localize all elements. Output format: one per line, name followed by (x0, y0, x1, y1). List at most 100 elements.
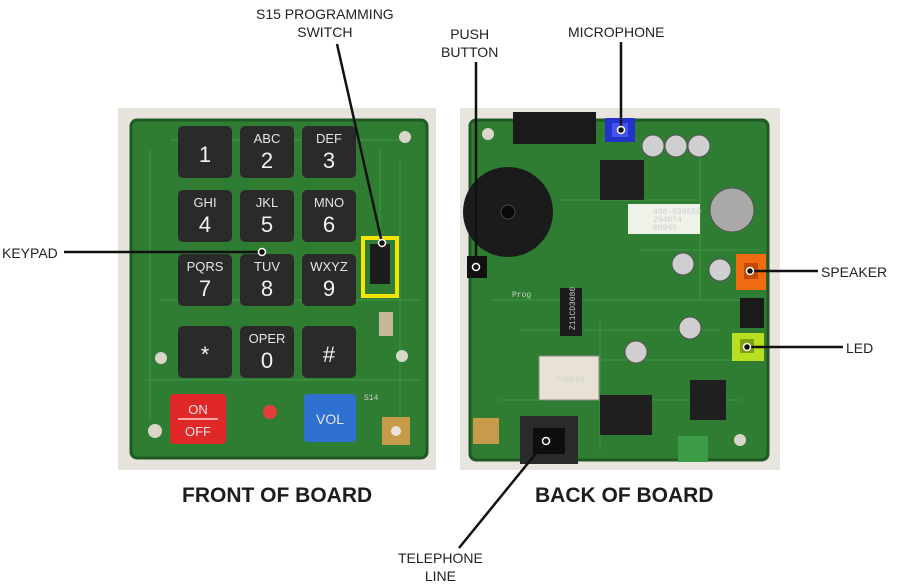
push-label-line1: PUSH (450, 26, 490, 42)
capacitor (664, 134, 688, 158)
keypad-key[interactable]: PQRS 7 (178, 254, 232, 306)
keypad-key-body[interactable] (240, 326, 294, 378)
back-mounting-hole (734, 434, 746, 446)
capacitor (708, 258, 732, 282)
led-label: LED (846, 340, 874, 356)
push-button-leader-dot (471, 262, 481, 272)
onoff-top-label: ON (188, 402, 208, 417)
keypad-key-body[interactable] (240, 254, 294, 306)
keypad-key-letters: OPER (249, 331, 286, 346)
keypad-key-digit: 1 (199, 142, 211, 167)
keypad-key-digit: 0 (261, 348, 273, 373)
sticker-line3: 00945 (653, 224, 677, 233)
telephone-label-line1: TELEPHONE (398, 550, 483, 566)
callout-lines (64, 42, 843, 549)
ic-chip (560, 288, 582, 336)
keypad-leader-dot (257, 247, 267, 257)
front-mounting-hole (148, 424, 162, 438)
keypad-key-digit: 7 (199, 276, 211, 301)
s15-label-line1: S15 PROGRAMMING (256, 6, 394, 22)
back-mounting-hole (482, 128, 494, 140)
front-gold-pad-hole (391, 426, 401, 436)
keypad-key-body[interactable] (178, 254, 232, 306)
vol-button[interactable]: VOL (304, 394, 356, 442)
keypad-key-body[interactable] (302, 126, 356, 178)
keypad-key[interactable]: TUV 8 (240, 254, 294, 306)
transformer-text: TSM600 (556, 376, 585, 385)
s15-programming-switch-label: S15 PROGRAMMING SWITCH (256, 5, 394, 41)
transformer-module (538, 355, 600, 401)
front-of-board-caption: FRONT OF BOARD (182, 484, 373, 507)
keypad-key-body[interactable] (178, 190, 232, 242)
keypad-key-letters: JKL (256, 195, 278, 210)
keypad-key-body[interactable] (302, 326, 356, 378)
ic-chip-text: Z11CD3080 (569, 287, 578, 330)
keypad-key-digit: 9 (323, 276, 335, 301)
telephone-leader-dot (541, 436, 551, 446)
back-gold-pad (473, 418, 499, 444)
microphone-label: MICROPHONE (568, 24, 665, 40)
ic-chip (690, 380, 726, 420)
keypad-key-letters: TUV (254, 259, 280, 274)
led-leader-dot (742, 342, 752, 352)
keypad-key-digit: 4 (199, 212, 211, 237)
push-button-label: PUSH BUTTON (441, 25, 498, 61)
ic-chip (600, 395, 652, 435)
front-mounting-hole (396, 350, 408, 362)
speaker-label: SPEAKER (821, 264, 888, 280)
prog-text: Prog (512, 291, 531, 300)
keypad-key-letters: WXYZ (310, 259, 348, 274)
keypad-key-body[interactable] (302, 254, 356, 306)
keypad-key[interactable]: # (302, 326, 356, 378)
front-mounting-hole (155, 352, 167, 364)
back-header-connector (513, 112, 596, 144)
large-capacitor (709, 187, 755, 233)
telephone-leader-line (458, 440, 547, 549)
keypad-key-letters: ABC (254, 131, 281, 146)
keypad-key[interactable]: * (178, 326, 232, 378)
keypad-key-body[interactable] (240, 190, 294, 242)
push-label-line2: BUTTON (441, 44, 499, 60)
keypad-key-digit: 6 (323, 212, 335, 237)
keypad-key[interactable]: 1 (178, 126, 232, 178)
onoff-button[interactable]: ON OFF (170, 394, 226, 444)
keypad-key[interactable]: WXYZ 9 (302, 254, 356, 306)
keypad-key-body[interactable] (178, 326, 232, 378)
s15-switch-body (370, 244, 390, 284)
sticker-line1: 408-039550 (653, 208, 701, 217)
keypad-key-body[interactable] (178, 126, 232, 178)
vol-button-body[interactable] (304, 394, 356, 442)
buzzer-hole (500, 204, 516, 220)
keypad-key[interactable]: ABC 2 (240, 126, 294, 178)
capacitor (671, 252, 695, 276)
keypad-key[interactable]: GHI 4 (178, 190, 232, 242)
back-of-board-caption: BACK OF BOARD (535, 484, 714, 507)
keypad-key-letters: PQRS (187, 259, 224, 274)
s15-leader-line (335, 43, 384, 244)
s14-label: S14 (364, 394, 379, 403)
vol-label: VOL (316, 411, 344, 427)
microphone-leader-dot (616, 125, 626, 135)
ic-chip (600, 160, 644, 200)
keypad-key-body[interactable] (240, 126, 294, 178)
terminal-block (678, 436, 708, 462)
keypad-key-digit: 2 (261, 148, 273, 173)
telephone-line-label: TELEPHONE LINE (398, 549, 483, 585)
telephone-label-line2: LINE (424, 568, 456, 584)
capacitor (624, 340, 648, 364)
keypad-key-body[interactable] (302, 190, 356, 242)
sticker-line2: 294074 (653, 216, 682, 225)
keypad-key-digit: 8 (261, 276, 273, 301)
keypad-key[interactable]: OPER 0 (240, 326, 294, 378)
keypad-key-digit: * (201, 342, 210, 367)
keypad-key-letters: GHI (193, 195, 216, 210)
s15-leader-dot (377, 238, 387, 248)
keypad-key-letters: DEF (316, 131, 342, 146)
front-red-led (263, 405, 277, 419)
s15-label-line2: SWITCH (297, 24, 353, 40)
